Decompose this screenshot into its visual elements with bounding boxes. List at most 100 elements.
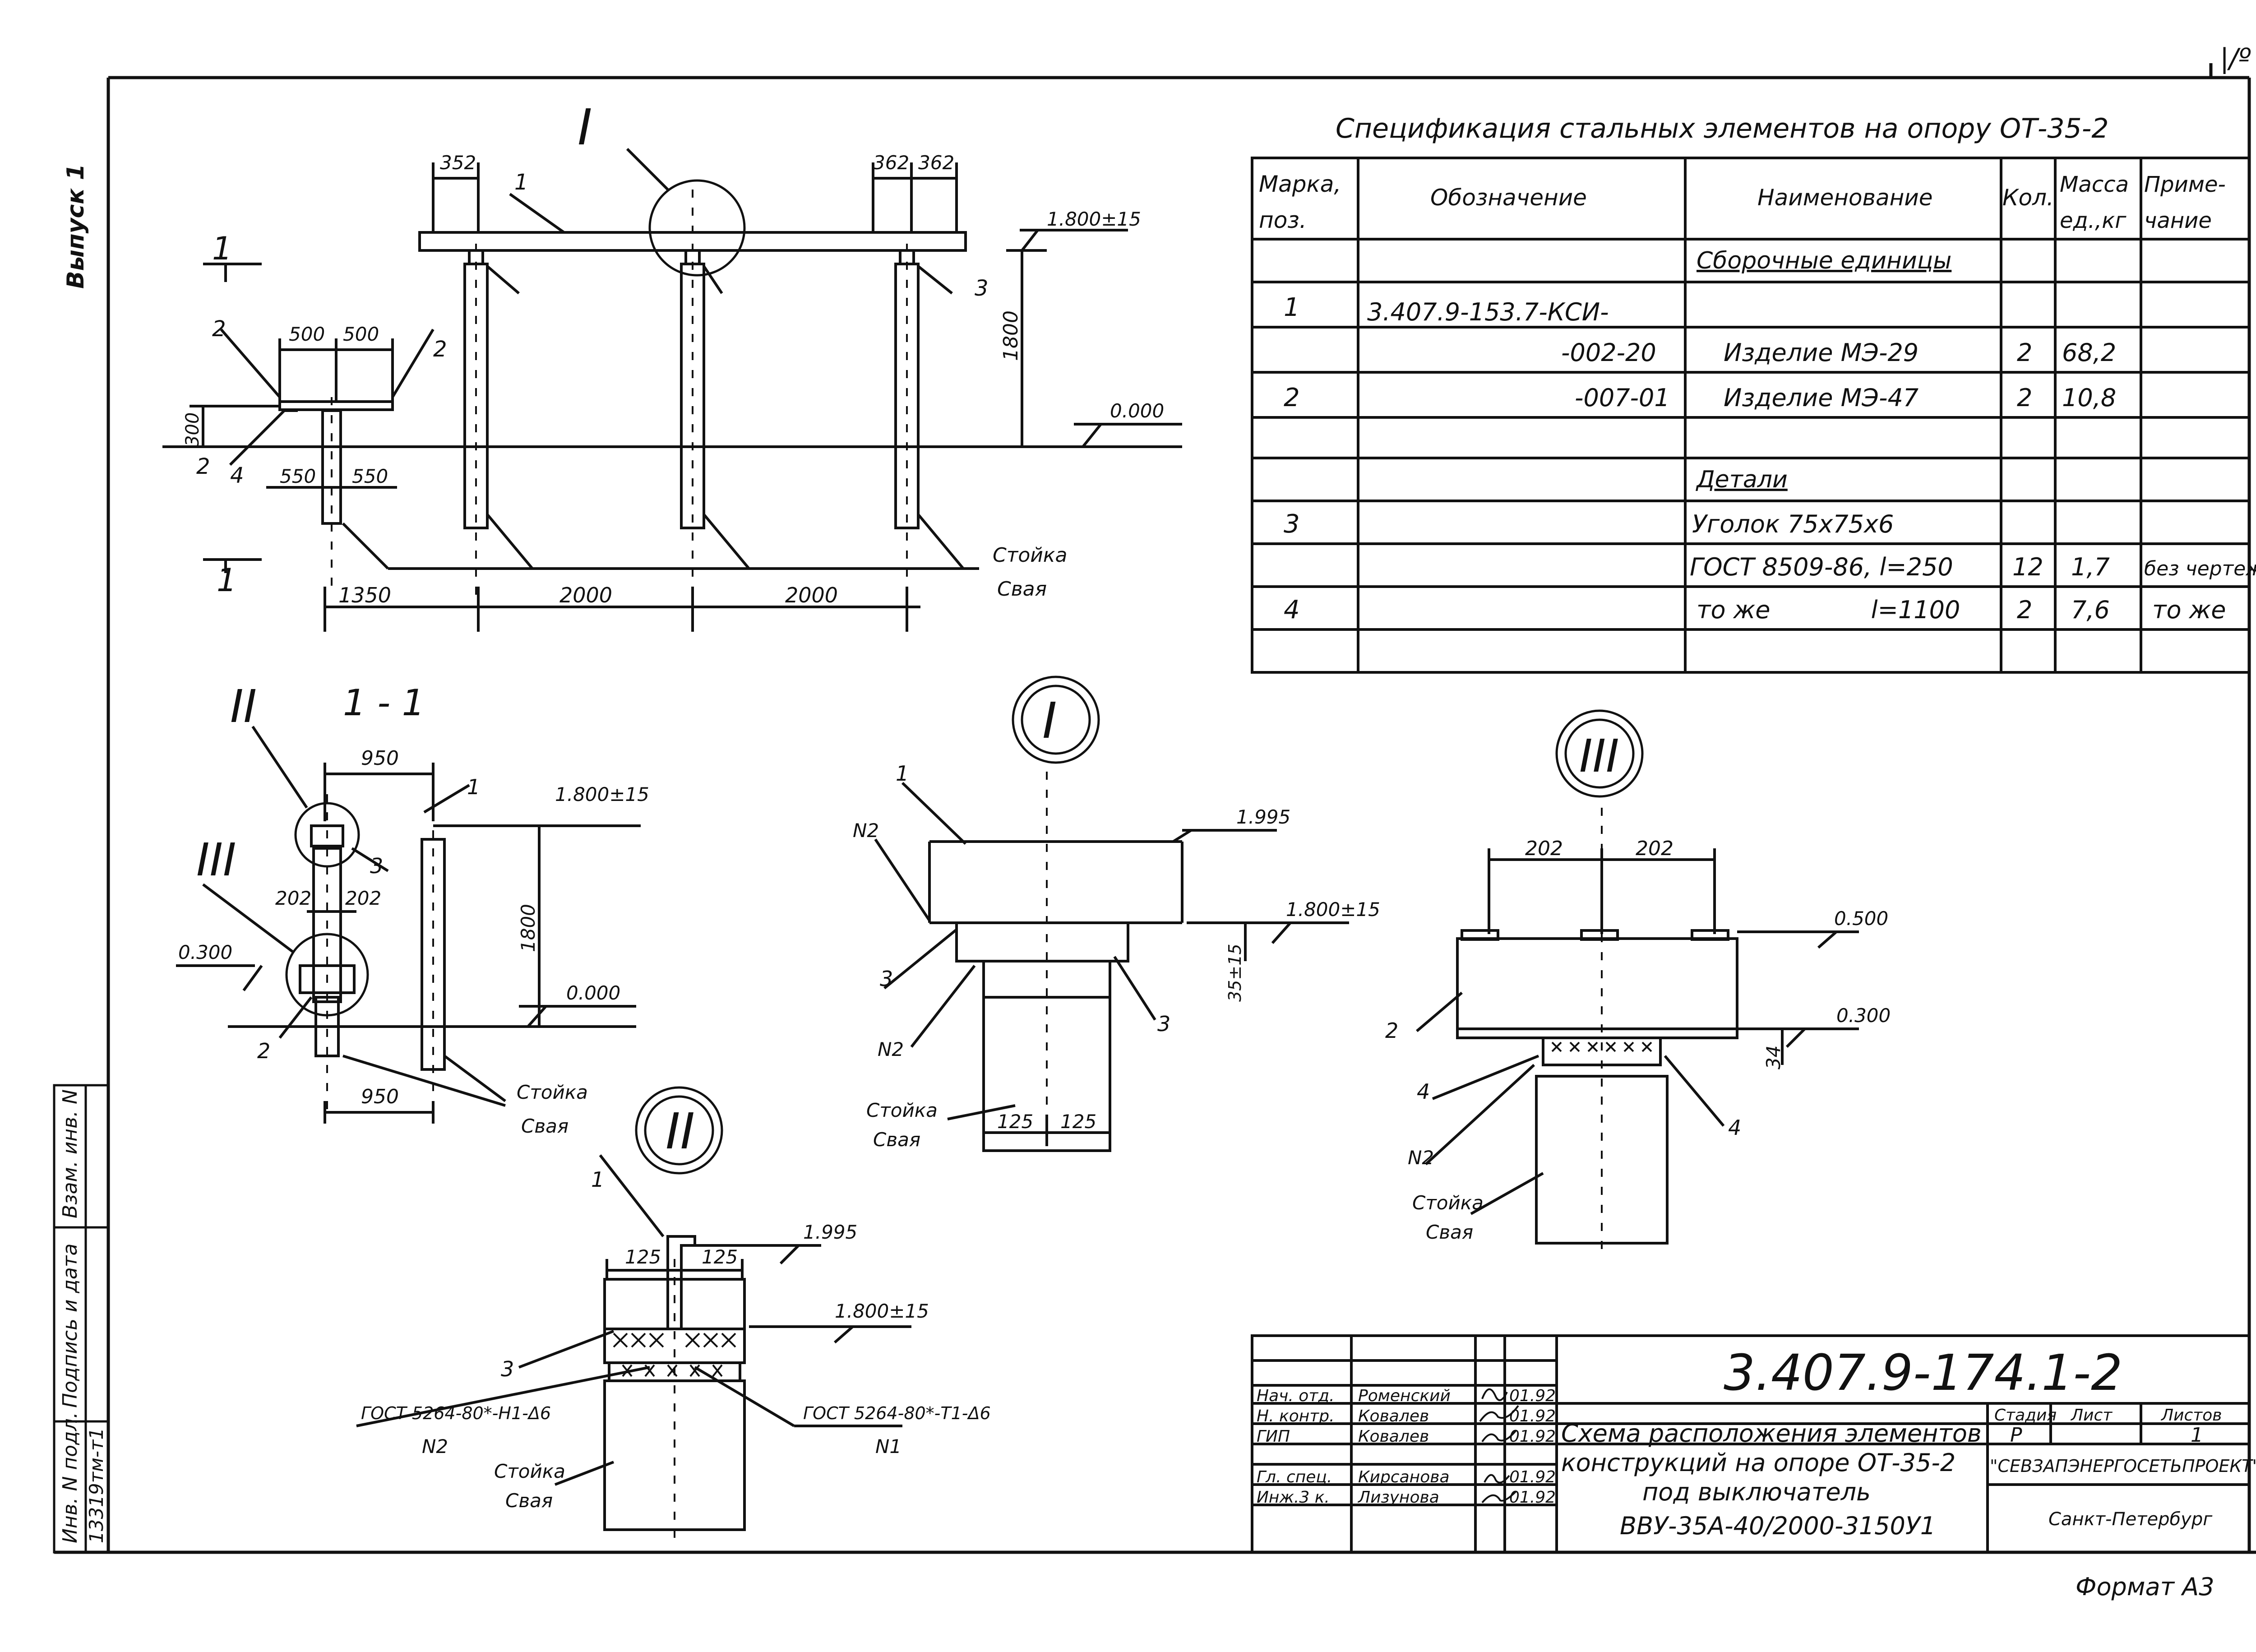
elevation-axes — [331, 190, 908, 596]
elevation-section-1-top: 1 — [212, 230, 232, 267]
detail-III: III 202 202 0.500 0.300 34 2 4 4 N2 Стой… — [1385, 709, 1891, 1254]
spec-cell-pos-4: 4 — [1284, 595, 1300, 625]
elevation-pos-1: 1 — [514, 170, 528, 195]
spec-cell-qty-2: 2 — [2017, 384, 2032, 412]
elevation-pos-2-right: 2 — [433, 337, 447, 362]
spec-cell-pos-1: 1 — [1284, 293, 1300, 322]
spec-cell-code-1: 3.407.9-153.7-КСИ- — [1367, 298, 1609, 326]
title-line-1: конструкций на опоре ОТ-35-2 — [1561, 1448, 1956, 1477]
section-title: 1 - 1 — [343, 682, 425, 724]
detail-II-welds — [613, 1333, 736, 1377]
spec-header-note-2: чание — [2144, 208, 2212, 233]
detail-III-lines — [1416, 709, 1859, 1245]
elevation-dim-362a: 362 — [873, 152, 909, 174]
elevation-dim-2000a: 2000 — [559, 583, 612, 607]
elevation-pos-2-low: 2 — [196, 454, 210, 479]
detail-III-stoika: Стойка — [1412, 1192, 1484, 1214]
stamp-name-4: Лизунова — [1357, 1488, 1439, 1507]
stamp-name-0: Роменский — [1358, 1387, 1451, 1405]
section-pos-2: 2 — [257, 1039, 270, 1063]
stamp-stage-value: Р — [2010, 1424, 2022, 1447]
elevation-pos-2-left: 2 — [212, 316, 226, 342]
title-doc-code: 3.407.9-174.1-2 — [1724, 1344, 2122, 1402]
detail-III-level-300: 0.300 — [1836, 1004, 1891, 1027]
elevation-dim-1350: 1350 — [338, 583, 391, 607]
stamp-signatures — [1479, 1388, 1519, 1504]
spec-header-qty: Кол. — [2002, 185, 2054, 211]
spec-header-mark-2: поз. — [1259, 207, 1307, 233]
elevation-dim-352: 352 — [440, 152, 476, 174]
stamp-role-3: Гл. спец. — [1257, 1468, 1332, 1486]
spec-header-mass-1: Масса — [2060, 172, 2129, 197]
elevation-dim-362b: 362 — [918, 152, 954, 174]
stamp-date-3: 01.92 — [1509, 1468, 1556, 1486]
side-label: Выпуск 1 — [62, 164, 89, 289]
spec-cell-mass-4: 7,6 — [2071, 596, 2110, 624]
spec-header-note-1: Приме- — [2144, 172, 2226, 197]
detail-I-pos-1: 1 — [896, 761, 909, 786]
detail-I: I 1.995 1.800±15 35±15 125 125 1 N2 3 N2… — [853, 676, 1380, 1152]
stamp-sheet-label: Лист — [2070, 1406, 2113, 1425]
left-strip-inv: Инв. N подл. — [59, 1412, 82, 1543]
stamp-date-1: 01.92 — [1509, 1407, 1556, 1425]
detail-II-level-1800: 1.800±15 — [835, 1300, 929, 1322]
stamp-date-0: 01.92 — [1509, 1387, 1556, 1405]
detail-II-pos-1: 1 — [591, 1167, 604, 1192]
elevation-dim-500b: 500 — [343, 323, 379, 345]
spec-cell-mass-1: 68,2 — [2062, 338, 2116, 367]
section-axes — [326, 794, 434, 1115]
stamp-name-1: Ковалев — [1358, 1407, 1429, 1425]
section-dim-202b: 202 — [345, 887, 381, 909]
section-callout-II: II — [230, 680, 257, 733]
spec-cell-angle: Уголок 75х75х6 — [1692, 510, 1894, 538]
detail-I-svaya: Свая — [873, 1129, 920, 1151]
elevation-dim-550a: 550 — [280, 465, 316, 487]
detail-I-stoika: Стойка — [866, 1099, 938, 1121]
spec-cell-qty-4: 2 — [2017, 596, 2032, 624]
detail-II-dim-125b: 125 — [702, 1246, 738, 1268]
section-pos-1: 1 — [467, 775, 480, 799]
section-lines — [176, 726, 641, 1124]
section-dim-202a: 202 — [275, 887, 311, 909]
detail-III-dim-202a: 202 — [1525, 837, 1563, 860]
spec-cell-same: то же l=1100 — [1697, 596, 1960, 624]
section-pos-3: 3 — [370, 854, 383, 878]
section-level-300: 0.300 — [178, 941, 232, 963]
left-strip-inv-value: 13319тм-т1 — [85, 1428, 107, 1543]
elevation-pos-3: 3 — [975, 276, 989, 301]
detail-I-pos-N2-top: N2 — [853, 819, 879, 842]
elevation-h-300: 300 — [182, 412, 203, 447]
detail-III-pos-4-left: 4 — [1417, 1079, 1430, 1104]
stamp-role-0: Нач. отд. — [1257, 1387, 1335, 1405]
detail-III-circle-label: III — [1579, 730, 1619, 782]
stamp-date-4: 01.92 — [1509, 1488, 1556, 1507]
elevation-dim-500a: 500 — [289, 323, 325, 345]
spec-cell-gost: ГОСТ 8509-86, l=250 — [1690, 553, 1953, 581]
stamp-name-3: Кирсанова — [1358, 1468, 1450, 1486]
section-stoika: Стойка — [517, 1081, 588, 1103]
stamp-stage-label: Стадия — [1994, 1406, 2057, 1425]
detail-II-weld-left-n: N2 — [422, 1435, 448, 1458]
detail-I-level-1800: 1.800±15 — [1286, 898, 1380, 921]
section-dim-950-bottom: 950 — [361, 1085, 399, 1108]
stamp-date-2: 01.92 — [1509, 1427, 1556, 1446]
spec-cell-qty-3: 12 — [2012, 553, 2043, 581]
detail-I-h35: 35±15 — [1225, 944, 1245, 1002]
section-level-ground: 0.000 — [566, 982, 620, 1004]
spec-cell-note-3: без чертежа — [2144, 557, 2256, 580]
spec-header-mark-1: Марка, — [1259, 171, 1341, 197]
section-dim-950-top: 950 — [361, 747, 399, 770]
detail-I-lines — [874, 676, 1349, 1152]
title-line-3: ВВУ-35А-40/2000-3150У1 — [1620, 1512, 1936, 1540]
section-1-1: 1 - 1 II III 950 950 202 202 1.800±15 0.… — [176, 680, 649, 1137]
elevation-callout-I: I — [578, 98, 592, 156]
title-line-2: под выключатель — [1642, 1478, 1871, 1506]
title-block — [1251, 1334, 2251, 1554]
spec-cell-code-2: -002-20 — [1561, 338, 1656, 367]
spec-cell-pos-2: 2 — [1284, 383, 1300, 412]
detail-II-circle-label: II — [666, 1102, 695, 1160]
spec-table-grid — [1251, 157, 2251, 674]
stamp-role-4: Инж.3 к. — [1257, 1488, 1330, 1507]
detail-II-pos-3: 3 — [501, 1357, 514, 1381]
detail-III-dim-202b: 202 — [1636, 837, 1674, 860]
